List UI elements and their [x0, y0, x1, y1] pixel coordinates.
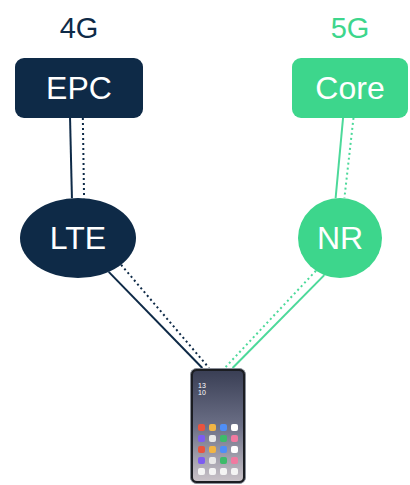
clock-text: 13 10 [198, 382, 208, 397]
generation-heading: 5G [292, 12, 408, 45]
link-line [336, 118, 343, 198]
phone-device: 13 10 [190, 368, 246, 484]
node-label: NR [317, 220, 363, 257]
core-network-box: 5GCore [292, 58, 408, 118]
link-line [83, 118, 84, 198]
link-line [109, 272, 203, 368]
link-line [344, 118, 353, 198]
core-network-box: 4GEPC [15, 58, 143, 118]
radio-access-ellipse: NR [298, 198, 382, 278]
generation-heading: 4G [15, 12, 143, 45]
radio-access-ellipse: LTE [20, 198, 136, 278]
link-line [233, 275, 325, 368]
link-line [70, 118, 72, 198]
link-line [121, 265, 209, 368]
node-label: EPC [46, 70, 112, 107]
node-label: Core [315, 70, 384, 107]
link-line [225, 271, 316, 368]
node-label: LTE [50, 220, 106, 257]
